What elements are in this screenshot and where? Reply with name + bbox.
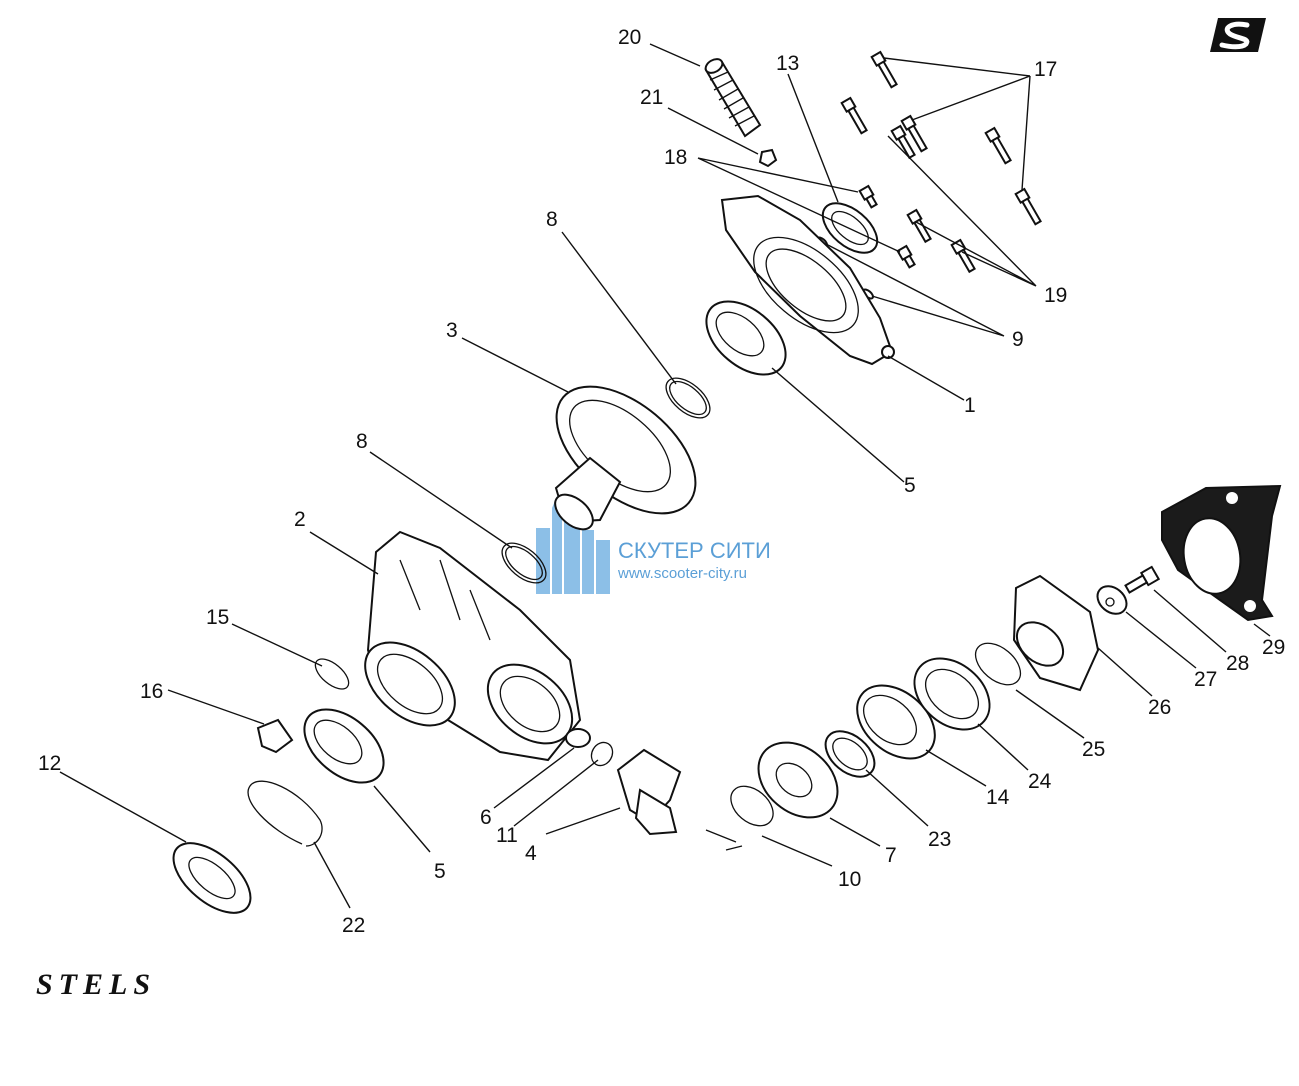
part-15-small-ring (314, 658, 350, 690)
watermark: СКУТЕР СИТИ www.scooter-city.ru (536, 496, 771, 594)
callout-14: 14 (986, 786, 1010, 809)
part-12-oil-seal (172, 842, 252, 914)
callout-12: 12 (38, 752, 61, 775)
part-2-housing (364, 530, 582, 762)
callout-23: 23 (928, 828, 951, 851)
part-16-plug (256, 718, 294, 754)
part-21-nut (758, 148, 778, 168)
callout-3: 3 (446, 319, 458, 342)
part-8-ring-upper (665, 377, 711, 419)
part-25-o-ring (974, 642, 1022, 686)
callout-1: 1 (964, 394, 976, 417)
part-1-cover (720, 194, 895, 366)
part-5-bearing-lower (303, 708, 385, 784)
part-23-ring (824, 730, 876, 778)
watermark-title: СКУТЕР СИТИ (618, 538, 771, 563)
callout-16: 16 (140, 680, 163, 703)
callout-10: 10 (838, 868, 861, 891)
part-26-hub-flange (1012, 574, 1100, 692)
part-17-bolts (840, 50, 1042, 226)
part-8-ring-lower (501, 542, 547, 584)
callout-5-lower: 5 (434, 860, 446, 883)
part-29-caliper-bracket (1161, 484, 1282, 622)
callout-27: 27 (1194, 668, 1217, 691)
part-11-clip (590, 741, 614, 767)
stels-s-badge-icon (1210, 18, 1266, 52)
callout-21: 21 (640, 86, 663, 109)
stels-logo: STELS (36, 968, 156, 1001)
callout-8-upper: 8 (546, 208, 558, 231)
callout-28: 28 (1226, 652, 1249, 675)
part-6-sleeve (565, 728, 591, 748)
callout-15: 15 (206, 606, 229, 629)
part-27-washer (1096, 585, 1128, 615)
callout-29: 29 (1262, 636, 1285, 659)
part-28-bolt (1124, 565, 1161, 594)
callout-25: 25 (1082, 738, 1105, 761)
part-3-ring-gear (554, 385, 697, 531)
callout-numbers: 1 2 3 4 5 5 6 7 8 8 9 10 11 12 13 14 15 … (38, 26, 1285, 937)
part-14-cam-ring (856, 684, 936, 760)
callout-19: 19 (1044, 284, 1067, 307)
part-7-bearing (757, 741, 839, 819)
part-22-circlip (247, 780, 323, 847)
callout-22: 22 (342, 914, 365, 937)
watermark-building-icon (536, 496, 610, 594)
callout-9: 9 (1012, 328, 1024, 351)
callout-24: 24 (1028, 770, 1052, 793)
callout-7: 7 (885, 844, 897, 867)
leader-lines (59, 43, 1271, 909)
callout-18: 18 (664, 146, 687, 169)
callout-5-upper: 5 (904, 474, 916, 497)
watermark-url: www.scooter-city.ru (617, 565, 747, 582)
part-4-pinion (616, 748, 743, 851)
part-18-bolts (858, 184, 916, 269)
callout-13: 13 (776, 52, 799, 75)
callout-11: 11 (496, 824, 518, 847)
callout-26: 26 (1148, 696, 1171, 719)
callout-2: 2 (294, 508, 306, 531)
part-5-bearing-upper (705, 300, 787, 376)
stels-logo-text: STELS (36, 968, 156, 1001)
callout-8-lower: 8 (356, 430, 368, 453)
callout-17: 17 (1034, 58, 1057, 81)
callout-6: 6 (480, 806, 492, 829)
callout-20: 20 (618, 26, 641, 49)
part-24-seal (913, 657, 991, 731)
part-10-ring (730, 785, 774, 827)
callout-4: 4 (525, 842, 537, 865)
part-20-boot (704, 58, 762, 138)
